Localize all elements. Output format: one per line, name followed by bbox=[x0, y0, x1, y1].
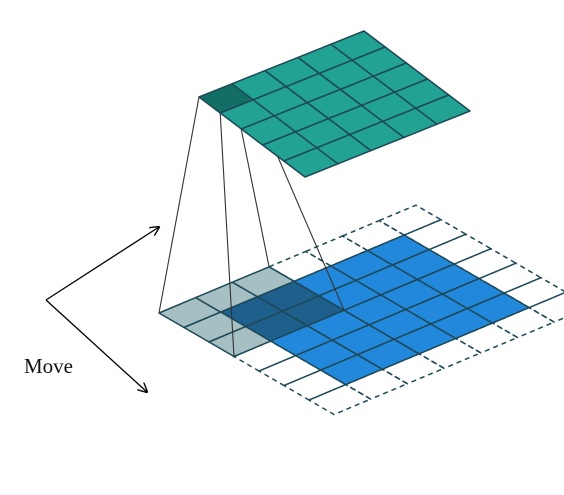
projection-line-top-left bbox=[158, 96, 200, 314]
padding-cell bbox=[418, 337, 482, 370]
move-arrow-down bbox=[45, 299, 147, 392]
kernel-cell bbox=[231, 266, 295, 298]
projection-line-bottom-left bbox=[219, 112, 235, 357]
padding-cell bbox=[283, 369, 347, 401]
padding-cell bbox=[344, 368, 409, 400]
output-layer bbox=[198, 30, 471, 178]
output-cell bbox=[415, 94, 471, 125]
padding-cell bbox=[381, 353, 445, 385]
padding-cell bbox=[378, 204, 442, 236]
input-cell bbox=[466, 292, 530, 324]
padding-cell bbox=[528, 292, 564, 323]
kernel-cell bbox=[208, 325, 272, 358]
move-label: Move bbox=[24, 354, 73, 378]
padding-cell bbox=[341, 219, 405, 252]
move-arrow-up bbox=[45, 227, 159, 301]
padding-cell bbox=[233, 340, 297, 372]
move-arrows bbox=[45, 227, 159, 392]
padding-cell bbox=[491, 306, 555, 339]
input-layer bbox=[158, 204, 564, 416]
padding-cell bbox=[455, 322, 519, 354]
padding-cell bbox=[308, 383, 372, 416]
padding-cell bbox=[258, 354, 322, 387]
